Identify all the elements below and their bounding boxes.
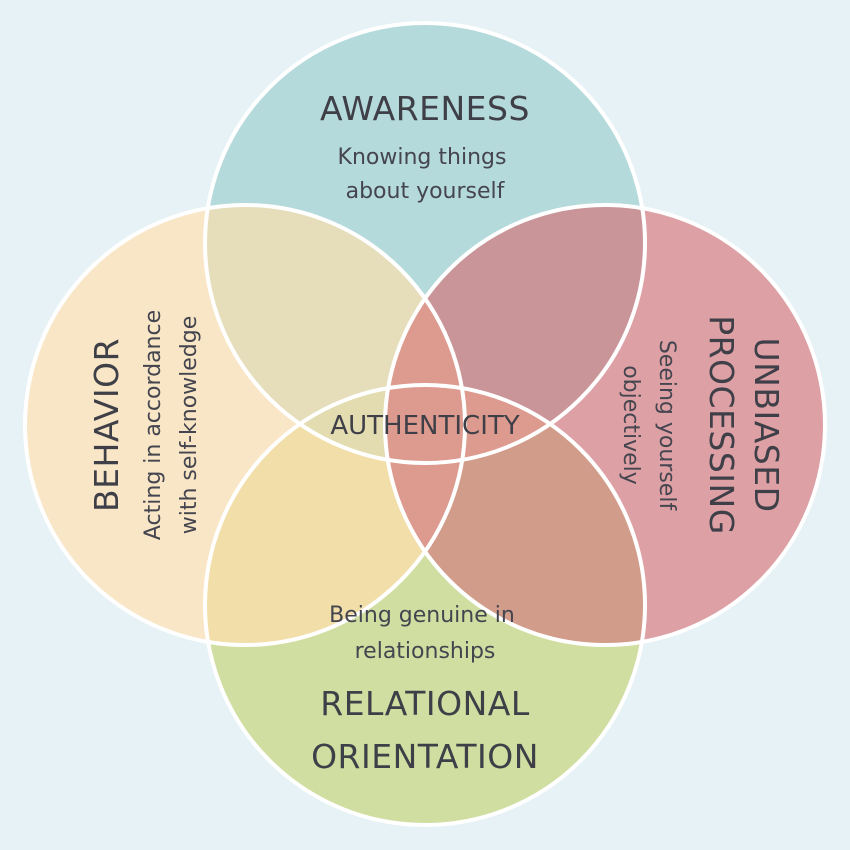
center-label: AUTHENTICITY bbox=[330, 411, 519, 441]
unbiased-processing-title-line2: PROCESSING bbox=[702, 315, 741, 535]
awareness-desc-line2: about yourself bbox=[346, 179, 506, 204]
behavior-unbiased-overlap bbox=[385, 205, 465, 645]
circle-outlines bbox=[23, 21, 827, 827]
relational-orientation-title-line1: RELATIONAL bbox=[320, 684, 530, 723]
behavior-desc-line2: with self-knowledge bbox=[177, 316, 202, 535]
behavior-desc-line1: Acting in accordance bbox=[141, 310, 166, 540]
awareness-desc-line1: Knowing things bbox=[338, 145, 507, 170]
unbiased-processing-desc-line1: Seeing yourself bbox=[654, 340, 679, 512]
unbiased-processing-title-line1: UNBIASED bbox=[747, 338, 786, 513]
awareness-title: AWARENESS bbox=[320, 89, 530, 128]
behavior-title: BEHAVIOR bbox=[87, 338, 126, 512]
relational-orientation-desc-line2: relationships bbox=[355, 639, 496, 664]
unbiased-processing-desc-line2: objectively bbox=[618, 365, 643, 485]
relational-orientation-desc-line1: Being genuine in bbox=[329, 603, 515, 628]
relational-orientation-title-line2: ORIENTATION bbox=[311, 737, 539, 776]
